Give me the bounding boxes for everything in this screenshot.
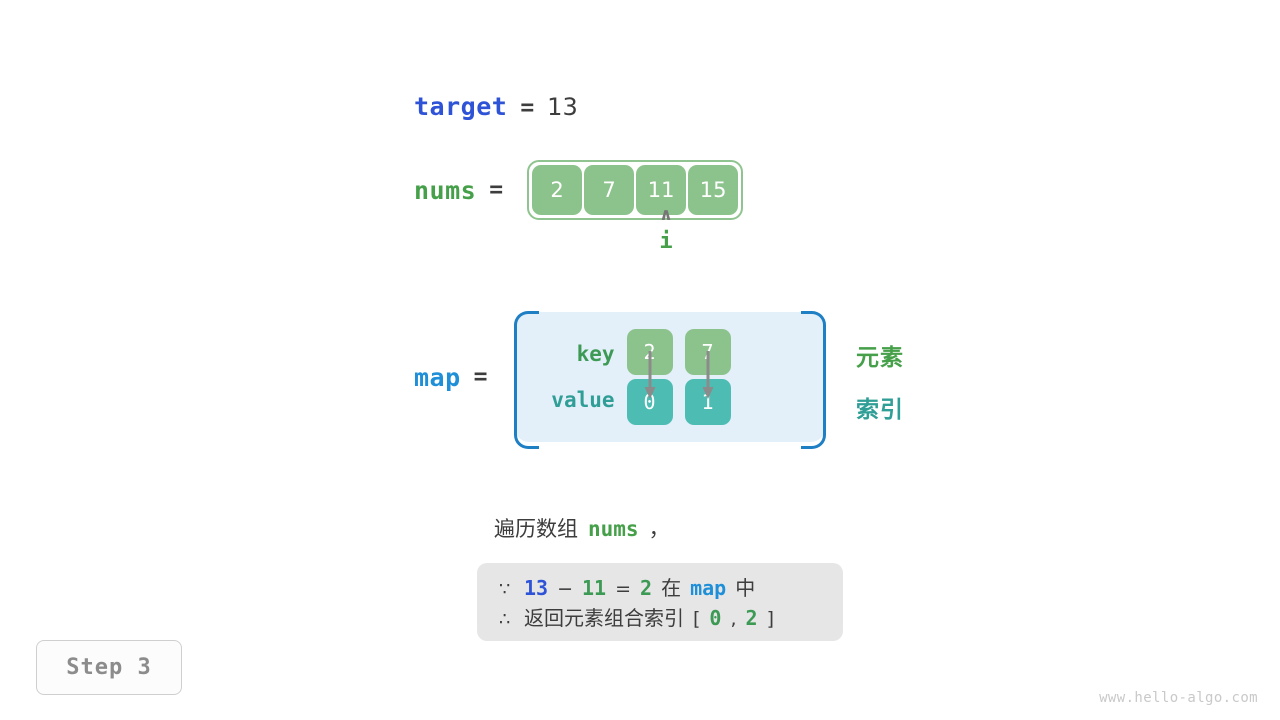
note-operand-target: 13	[524, 576, 549, 600]
note-line-1: ∵ 13 − 11 = 2 在 map 中	[499, 572, 843, 602]
note-in-word: 在	[661, 576, 682, 600]
map-right-bracket	[800, 311, 826, 449]
nums-equals-sign: =	[489, 177, 504, 203]
map-entry-1: 7 1	[684, 329, 731, 425]
map-entry-list: 2 0 7 1	[626, 329, 731, 425]
map-value-cell-0: 0	[626, 379, 673, 425]
annotation-element: 元素	[856, 345, 904, 371]
target-variable-name: target	[414, 92, 508, 121]
note-map-word: map	[690, 576, 727, 600]
step-badge: Step 3	[36, 640, 182, 695]
annotation-index: 索引	[856, 397, 904, 423]
note-operand-current: 11	[582, 576, 607, 600]
therefore-symbol: ∴	[499, 609, 511, 630]
note-result-index-1: 2	[745, 606, 758, 630]
nums-array-container: 2 7 11 15	[527, 160, 744, 220]
target-equals-sign: =	[520, 95, 535, 121]
note-minus-sign: −	[557, 578, 574, 600]
note-bracket-open: [	[693, 608, 701, 630]
nums-cell-1: 7	[584, 165, 635, 215]
caret-up-icon: ∧	[659, 205, 673, 225]
nums-cell-2: 11	[636, 165, 687, 215]
map-value-label: value	[551, 388, 615, 412]
map-variable-name: map	[414, 362, 461, 392]
map-row-labels: key value	[515, 342, 627, 412]
caption-row: 遍历数组 nums ，	[494, 513, 670, 543]
note-return-text: 返回元素组合索引	[524, 606, 684, 630]
note-result-comma: ,	[730, 608, 737, 630]
nums-variable-row: nums = 2 7 11 15	[414, 160, 744, 220]
note-result-value: 2	[640, 576, 653, 600]
map-container: key value 2 0 7 1	[513, 311, 826, 449]
map-key-cell-0: 2	[626, 329, 673, 375]
watermark: www.hello-algo.com	[1099, 690, 1258, 706]
because-symbol: ∵	[499, 579, 511, 600]
nums-cell-0: 2	[532, 165, 583, 215]
note-line-2: ∴ 返回元素组合索引 [ 0 , 2 ]	[499, 602, 843, 632]
note-equals-sign: =	[615, 578, 632, 600]
note-box: ∵ 13 − 11 = 2 在 map 中 ∴ 返回元素组合索引 [ 0 , 2…	[477, 563, 843, 641]
caption-code-nums: nums	[588, 517, 639, 541]
caption-suffix: ，	[648, 517, 670, 541]
step-badge-label: Step 3	[66, 655, 152, 680]
nums-cell-3: 15	[688, 165, 739, 215]
note-bracket-close: ]	[766, 608, 774, 630]
note-within-word: 中	[735, 576, 756, 600]
nums-variable-name: nums	[414, 175, 477, 205]
map-value-cell-1: 1	[684, 379, 731, 425]
caption-prefix: 遍历数组	[494, 517, 578, 541]
map-key-cell-1: 7	[684, 329, 731, 375]
target-variable-row: target = 13	[0, 92, 1280, 121]
target-value: 13	[547, 93, 578, 121]
index-pointer-label: i	[659, 229, 673, 254]
note-result-index-0: 0	[709, 606, 722, 630]
map-entry-0: 2 0	[626, 329, 673, 425]
index-pointer-group: ∧ i	[648, 206, 684, 253]
map-equals-sign: =	[473, 364, 488, 390]
map-variable-row: map = key value 2 0 7	[414, 311, 826, 449]
map-key-label: key	[576, 342, 615, 366]
